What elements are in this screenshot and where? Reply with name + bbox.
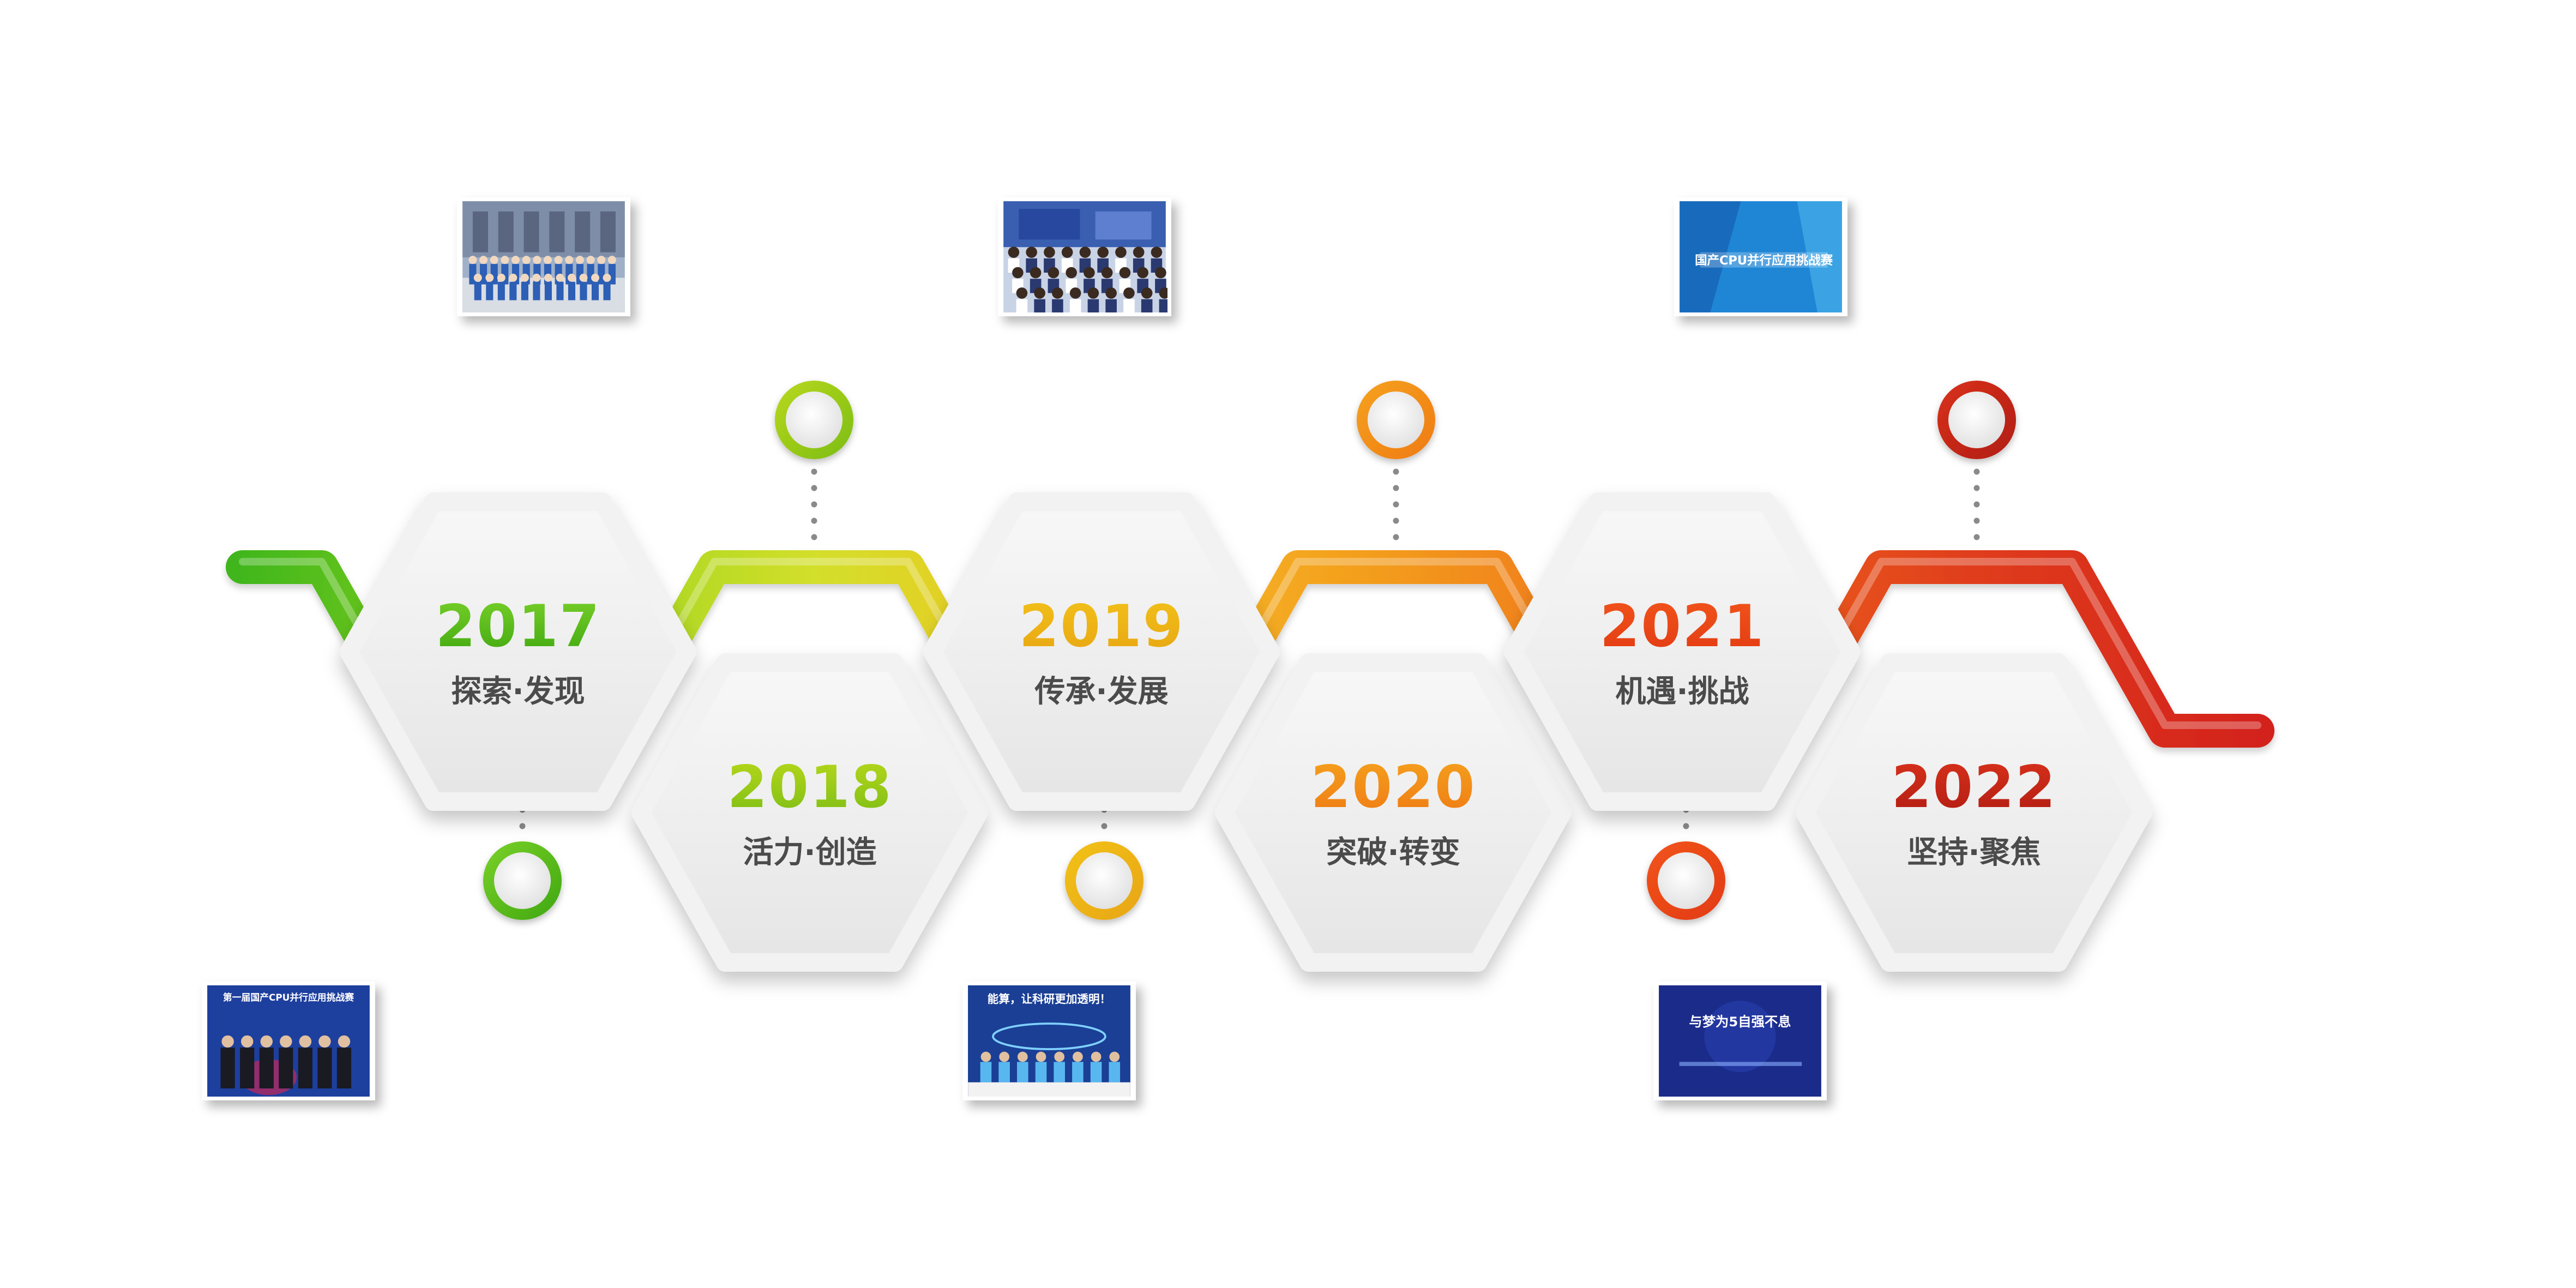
ring-marker-2017 [483,841,562,920]
hexagon-face [1236,673,1550,952]
photo-2021-banner: 国产CPU并行应用挑战赛 [1674,197,1847,316]
connector-dot [1973,534,1980,540]
photo-image: 第一届国产CPU并行应用挑战赛 [207,985,370,1097]
milestone-label: 探索·发现 [451,674,585,709]
photo-image [1003,201,1167,312]
milestone-year: 2019 [1019,593,1184,660]
photo-image: 国产CPU并行应用挑战赛 [1680,201,1842,312]
ring-inner [1076,852,1133,909]
milestone-2020: 2020 突破·转变 [1215,653,1572,972]
connector-dot [811,485,817,491]
milestone-label: 坚持·聚焦 [1907,835,2041,870]
connector-dot [811,501,817,508]
connector-dot [1393,468,1399,475]
photo-2017-team [457,197,630,316]
milestone-year: 2022 [1891,754,2056,821]
milestone-2017: 2017 探索·发现 [340,492,696,811]
ring-inner [1948,392,2005,448]
ring-marker-2019 [1065,841,1143,920]
ring-inner [1368,392,1424,448]
connector-dot [1973,468,1980,475]
photo-image: 能算，让科研更加透明！ [968,985,1130,1097]
hexagon-face [1525,513,1839,791]
photo-image [462,201,625,312]
connector-dot [1393,501,1399,508]
milestone-hexagons: 2017 探索·发现 2018 活力·创造 2019 传承·发展 2020 突破·转变 2021… [340,492,2152,972]
ring-marker-2018 [775,381,853,459]
photo-caption: 与梦为5自强不息 [1689,1014,1791,1030]
ring-inner [494,852,551,909]
hexagon-face [1817,673,2131,952]
hexagon-face [653,673,967,952]
connector-dot [1973,501,1980,508]
photo-2020-stage: 能算，让科研更加透明！ [962,982,1136,1100]
connector-dot [1973,485,1980,491]
connector-dot [811,517,817,524]
ring-inner [1658,852,1714,909]
milestone-label: 传承·发展 [1034,674,1168,709]
milestone-2018: 2018 活力·创造 [631,653,988,972]
photo-caption: 国产CPU并行应用挑战赛 [1695,253,1833,268]
milestone-2019: 2019 传承·发展 [923,492,1280,811]
milestone-2021: 2021 机遇·挑战 [1504,492,1861,811]
connector-dot [1393,534,1399,540]
photo-2019-audience [998,197,1171,316]
milestone-year: 2018 [727,754,892,821]
connector-dot [1393,485,1399,491]
ring-marker-2022 [1937,381,2016,459]
milestone-label: 突破·转变 [1326,835,1460,870]
photo-caption: 第一届国产CPU并行应用挑战赛 [223,992,354,1003]
photo-image: 与梦为5自强不息 [1659,985,1821,1097]
photo-2018-ceremony: 第一届国产CPU并行应用挑战赛 [202,982,375,1100]
milestone-rings [483,381,2016,920]
connector-dot [811,534,817,540]
connector-dot [1973,517,1980,524]
connector-dot [1101,823,1108,829]
hexagon-face [944,513,1259,791]
milestone-label: 活力·创造 [743,835,876,870]
connector-dot [1683,823,1689,829]
ring-inner [786,392,842,448]
ring-marker-2020 [1357,381,1435,459]
milestone-label: 机遇·挑战 [1615,674,1749,709]
milestone-2022: 2022 坚持·聚焦 [1796,653,2152,972]
photo-caption: 能算，让科研更加透明！ [988,992,1111,1006]
connector-dot [1393,517,1399,524]
photo-2022-anniversary: 与梦为5自强不息 [1653,982,1827,1100]
milestone-year: 2020 [1310,754,1476,821]
connector-dot [519,823,526,829]
connector-dot [811,468,817,475]
hexagon-face [361,513,675,791]
milestone-year: 2017 [435,593,600,660]
ring-marker-2021 [1647,841,1725,920]
milestone-year: 2021 [1599,593,1765,660]
